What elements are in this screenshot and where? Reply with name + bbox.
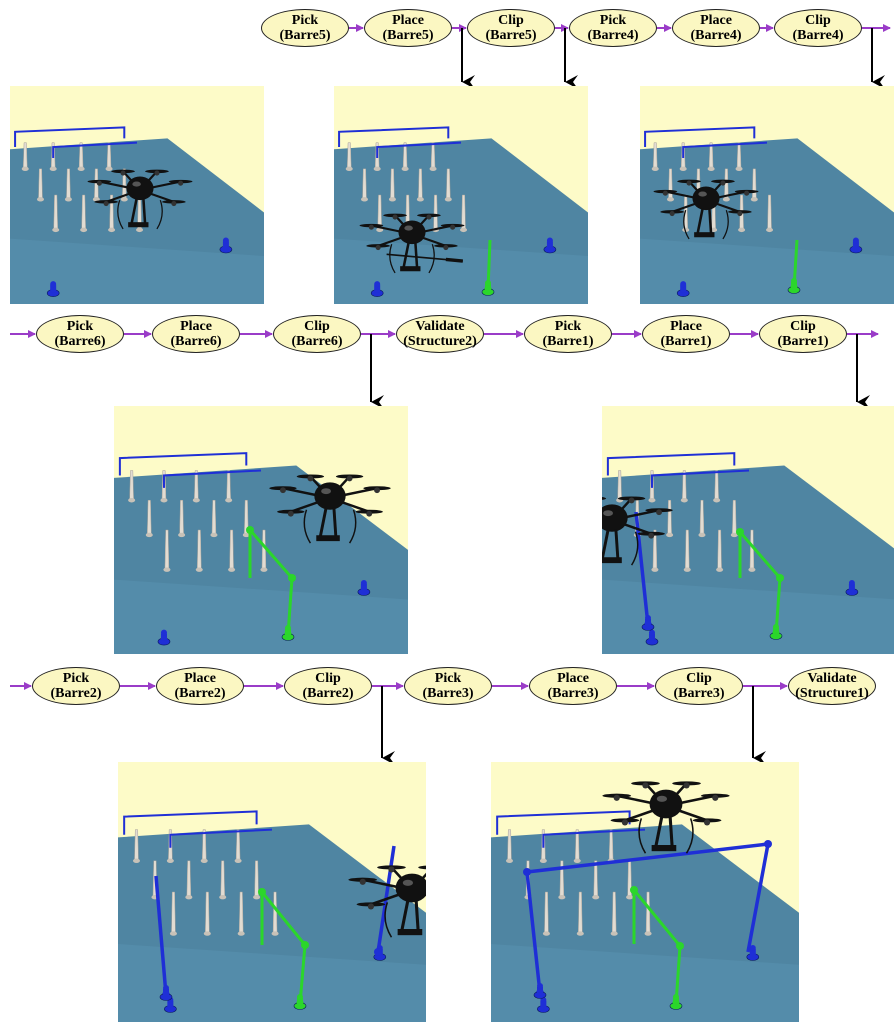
step-action-label: Pick <box>600 13 626 28</box>
step-node: Place(Barre6) <box>152 315 240 353</box>
simulation-snapshot <box>640 86 894 304</box>
step-object-label: (Structure2) <box>403 334 477 349</box>
step-object-label: (Barre6) <box>54 334 105 349</box>
step-node: Pick(Barre2) <box>32 667 120 705</box>
step-action-label: Pick <box>292 13 318 28</box>
step-action-label: Pick <box>63 671 89 686</box>
step-node: Clip(Barre2) <box>284 667 372 705</box>
step-node: Clip(Barre1) <box>759 315 847 353</box>
step-action-label: Place <box>184 671 216 686</box>
step-node: Pick(Barre5) <box>261 9 349 47</box>
step-node: Place(Barre4) <box>672 9 760 47</box>
step-object-label: (Barre2) <box>50 686 101 701</box>
step-node: Validate(Structure1) <box>788 667 876 705</box>
step-object-label: (Barre5) <box>382 28 433 43</box>
step-object-label: (Barre3) <box>673 686 724 701</box>
simulation-snapshot <box>334 86 588 304</box>
step-object-label: (Barre2) <box>174 686 225 701</box>
step-action-label: Place <box>557 671 589 686</box>
step-action-label: Clip <box>498 13 524 28</box>
step-node: Pick(Barre3) <box>404 667 492 705</box>
step-object-label: (Barre3) <box>422 686 473 701</box>
step-action-label: Validate <box>415 319 464 334</box>
step-node: Place(Barre2) <box>156 667 244 705</box>
simulation-snapshot <box>10 86 264 304</box>
step-action-label: Pick <box>555 319 581 334</box>
step-action-label: Place <box>700 13 732 28</box>
step-action-label: Clip <box>790 319 816 334</box>
simulation-snapshot <box>118 762 426 1022</box>
step-node: Place(Barre3) <box>529 667 617 705</box>
step-action-label: Validate <box>807 671 856 686</box>
step-node: Clip(Barre3) <box>655 667 743 705</box>
step-object-label: (Barre6) <box>291 334 342 349</box>
step-node: Place(Barre5) <box>364 9 452 47</box>
simulation-snapshot <box>491 762 799 1022</box>
step-object-label: (Barre3) <box>547 686 598 701</box>
step-object-label: (Barre4) <box>792 28 843 43</box>
step-object-label: (Barre1) <box>660 334 711 349</box>
step-action-label: Clip <box>304 319 330 334</box>
step-node: Clip(Barre6) <box>273 315 361 353</box>
step-action-label: Place <box>180 319 212 334</box>
step-node: Pick(Barre1) <box>524 315 612 353</box>
step-action-label: Pick <box>67 319 93 334</box>
step-action-label: Clip <box>805 13 831 28</box>
step-object-label: (Barre5) <box>485 28 536 43</box>
step-object-label: (Barre6) <box>170 334 221 349</box>
step-action-label: Place <box>392 13 424 28</box>
step-object-label: (Barre4) <box>587 28 638 43</box>
step-action-label: Place <box>670 319 702 334</box>
simulation-snapshot <box>114 406 408 654</box>
step-node: Validate(Structure2) <box>396 315 484 353</box>
step-object-label: (Barre2) <box>302 686 353 701</box>
step-node: Clip(Barre4) <box>774 9 862 47</box>
step-node: Place(Barre1) <box>642 315 730 353</box>
step-action-label: Clip <box>686 671 712 686</box>
step-object-label: (Structure1) <box>795 686 869 701</box>
step-object-label: (Barre1) <box>542 334 593 349</box>
step-action-label: Clip <box>315 671 341 686</box>
step-node: Clip(Barre5) <box>467 9 555 47</box>
step-object-label: (Barre1) <box>777 334 828 349</box>
step-action-label: Pick <box>435 671 461 686</box>
step-node: Pick(Barre6) <box>36 315 124 353</box>
step-object-label: (Barre5) <box>279 28 330 43</box>
step-object-label: (Barre4) <box>690 28 741 43</box>
simulation-snapshot <box>602 406 894 654</box>
step-node: Pick(Barre4) <box>569 9 657 47</box>
